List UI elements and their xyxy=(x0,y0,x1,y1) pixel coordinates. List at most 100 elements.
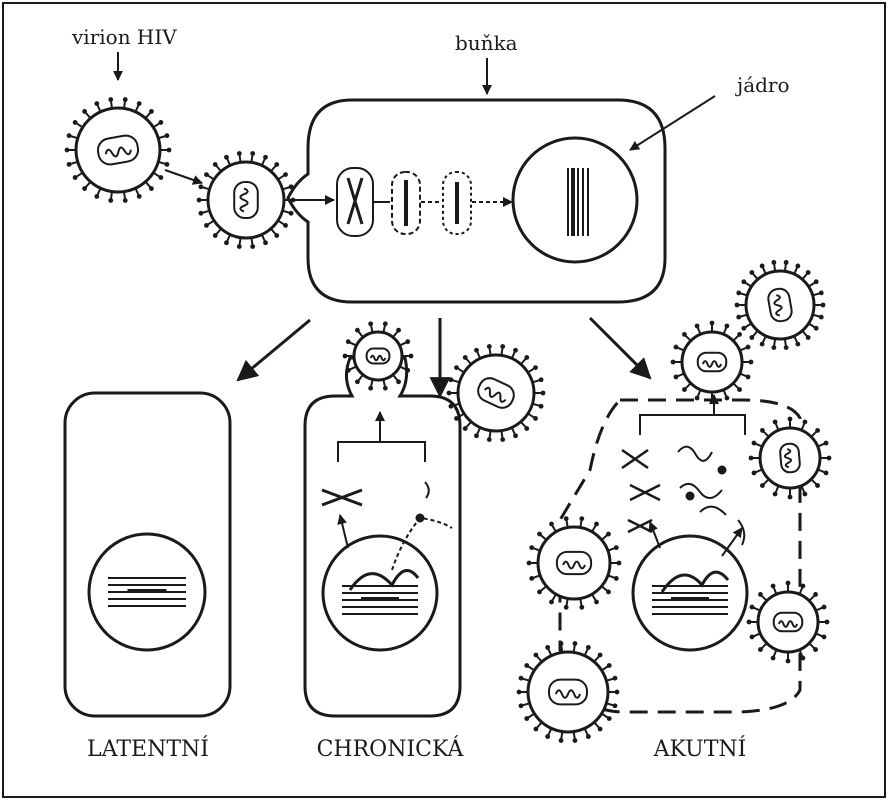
entering-virion-spike-knob xyxy=(212,162,218,167)
chronic-budding-virion-spike-knob xyxy=(345,339,351,345)
chronic-budding-virion-spike-knob xyxy=(342,353,348,359)
acute-budding-virion-right-spike-knob xyxy=(823,470,829,476)
arrow-to-latent xyxy=(236,318,311,382)
acute-virion-top-spike-knob xyxy=(795,341,801,347)
acute-virion-top-spike-knob xyxy=(736,314,742,320)
chronic-budding-virion-spike-knob xyxy=(396,379,401,385)
provirus-loop xyxy=(348,569,420,591)
free-virion-spike-knob xyxy=(72,120,78,125)
chronic-released-virion-spike-knob xyxy=(513,347,518,353)
acute-released-virion-bottom-spike-knob xyxy=(597,652,603,658)
acute-budding-virion-left-spike-knob xyxy=(526,560,532,566)
acute-budding-virion-right-spike-knob xyxy=(826,455,832,461)
acute-rna-2 xyxy=(679,482,723,499)
acute-virion-top-spike-knob xyxy=(749,335,755,340)
acute-budding-virion-right-spike-knob xyxy=(748,455,754,461)
acute-budding-virion-top-spike-knob xyxy=(682,332,687,337)
chronic-released-virion-spike-knob xyxy=(524,426,530,431)
acute-virion-top-spike-knob xyxy=(813,279,819,285)
acute-budding-virion-right-spike-knob xyxy=(772,491,778,497)
acute-released-virion-bottom-spike-knob xyxy=(572,641,578,646)
entering-virion-spike-knob xyxy=(263,240,268,246)
chronic-released-virion-spike-knob xyxy=(462,426,468,431)
cell-label: buňka xyxy=(455,31,518,55)
acute-budding-virion-lower-spike-knob xyxy=(749,634,755,640)
acute-budding-virion-lower-spike-knob xyxy=(758,592,763,597)
acute-budding-virion-left-spike-knob xyxy=(594,521,599,527)
acute-released-virion-bottom-spike-knob xyxy=(612,675,618,681)
free-virion-spike-knob xyxy=(72,175,78,180)
acute-virion-top-capsid xyxy=(767,287,793,323)
acute-released-virion-bottom-spike-knob xyxy=(558,738,564,743)
chronic-released-virion-spike-knob xyxy=(486,344,492,349)
chronic-budding-virion-spike-knob xyxy=(368,321,374,327)
acute-budding-virion-top-spike-knob xyxy=(737,332,742,337)
acute-budding-virion-top-spike-knob xyxy=(745,374,751,380)
chronic-budding-virion-rna xyxy=(369,354,387,362)
acute-virion-top-spike-knob xyxy=(771,345,777,350)
acute-budding-virion-left-spike-knob xyxy=(594,599,599,605)
free-virion-spike-knob xyxy=(166,147,172,153)
acute-released-virion-bottom-spike-knob xyxy=(585,734,591,739)
acute-virion-top-spike-knob xyxy=(818,290,824,296)
rna-to-cytoplasm-arrow xyxy=(337,514,349,549)
acute-budding-virion-left-spike-knob xyxy=(613,545,619,551)
acute-budding-virion-left-spike-knob xyxy=(616,560,622,566)
free-virion-spike-knob xyxy=(148,186,154,191)
acute-budding-virion-lower-spike-knob xyxy=(800,583,806,589)
entering-virion-spike-knob xyxy=(274,233,280,238)
arrow-to-acute xyxy=(588,316,652,380)
nucleus-dna xyxy=(567,168,589,236)
acute-virion-top-spike-knob xyxy=(741,279,747,285)
acute-budding-virion-lower-spike-knob xyxy=(758,647,763,652)
acute-budding-virion-left-spike-knob xyxy=(537,589,542,595)
acute-budding-virion-top-spike-knob xyxy=(724,395,730,401)
chronic-released-virion-spike-knob xyxy=(446,390,452,396)
chronic-released-virion-spike-knob xyxy=(448,403,454,409)
chronic-label: CHRONICKÁ xyxy=(317,735,465,762)
free-virion-spike-knob xyxy=(66,133,72,139)
chronic-released-virion-rna xyxy=(484,386,507,403)
chronic-budding-virion-spike-knob xyxy=(355,327,360,333)
chronic-released-virion-spike-knob xyxy=(474,347,479,353)
latent-nucleus xyxy=(87,532,207,652)
chronic-released-virion-spike-knob xyxy=(454,416,459,421)
acute-budding-virion-lower-spike-knob xyxy=(821,634,827,640)
acute-budding-virion-right-spike-knob xyxy=(802,491,808,497)
acute-budding-virion-left-spike-knob xyxy=(579,604,585,610)
chronic-released-virion-spike-knob xyxy=(533,365,538,370)
free-virion-spike-knob xyxy=(82,109,88,114)
acute-budding-virion-top-spike-knob xyxy=(673,374,679,380)
acute-budding-virion-right-rna xyxy=(783,448,793,469)
acute-budding-virion-right-spike-knob xyxy=(772,419,778,425)
acute-replication xyxy=(621,394,746,557)
acute-provirus-dna xyxy=(652,570,730,615)
chronic-released-virion-spike-knob xyxy=(538,377,544,383)
acute-released-virion-bottom-spike-knob xyxy=(606,716,612,721)
acute-released-virion-bottom-rna xyxy=(554,689,582,699)
acute-budding-virion-left-capsid xyxy=(555,550,593,576)
chronic-budding-virion-spike-knob xyxy=(368,385,374,391)
chronic-released-virion-spike-knob xyxy=(533,416,538,421)
acute-released-virion-bottom-spike-knob xyxy=(545,645,551,650)
acute-budding-virion-lower-spike-knob xyxy=(813,592,818,597)
chronic-released-virion-spike-knob xyxy=(513,433,518,439)
free-virion-spike-knob xyxy=(158,120,164,125)
acute-virion-top-spike-knob xyxy=(795,263,801,269)
acute-budding-virion-lower-spike-knob xyxy=(821,604,827,610)
chronic-released-virion-spike-knob xyxy=(500,437,506,442)
chronic-budding-virion xyxy=(342,321,414,391)
entering-virion-spike-knob xyxy=(263,154,268,160)
chronic-budding-virion-spike-knob xyxy=(345,367,351,373)
acute-protein-dot-2 xyxy=(685,491,695,501)
acute-budding-virion-top-spike-knob xyxy=(682,387,687,392)
chronic-released-virion-capsid xyxy=(477,377,515,409)
entering-virion xyxy=(196,151,296,249)
acute-released-virion-bottom-spike-knob xyxy=(558,641,564,646)
acute-budding-virion-left-spike-knob xyxy=(563,604,569,610)
acute-virion-top-spike-knob xyxy=(783,260,789,265)
entering-virion-spike-knob xyxy=(283,172,288,177)
acute-released-virion-bottom-spike-knob xyxy=(533,652,539,658)
acute-budding-virion-top-rna xyxy=(701,360,723,368)
acute-budding-virion-top-spike-knob xyxy=(709,398,715,404)
